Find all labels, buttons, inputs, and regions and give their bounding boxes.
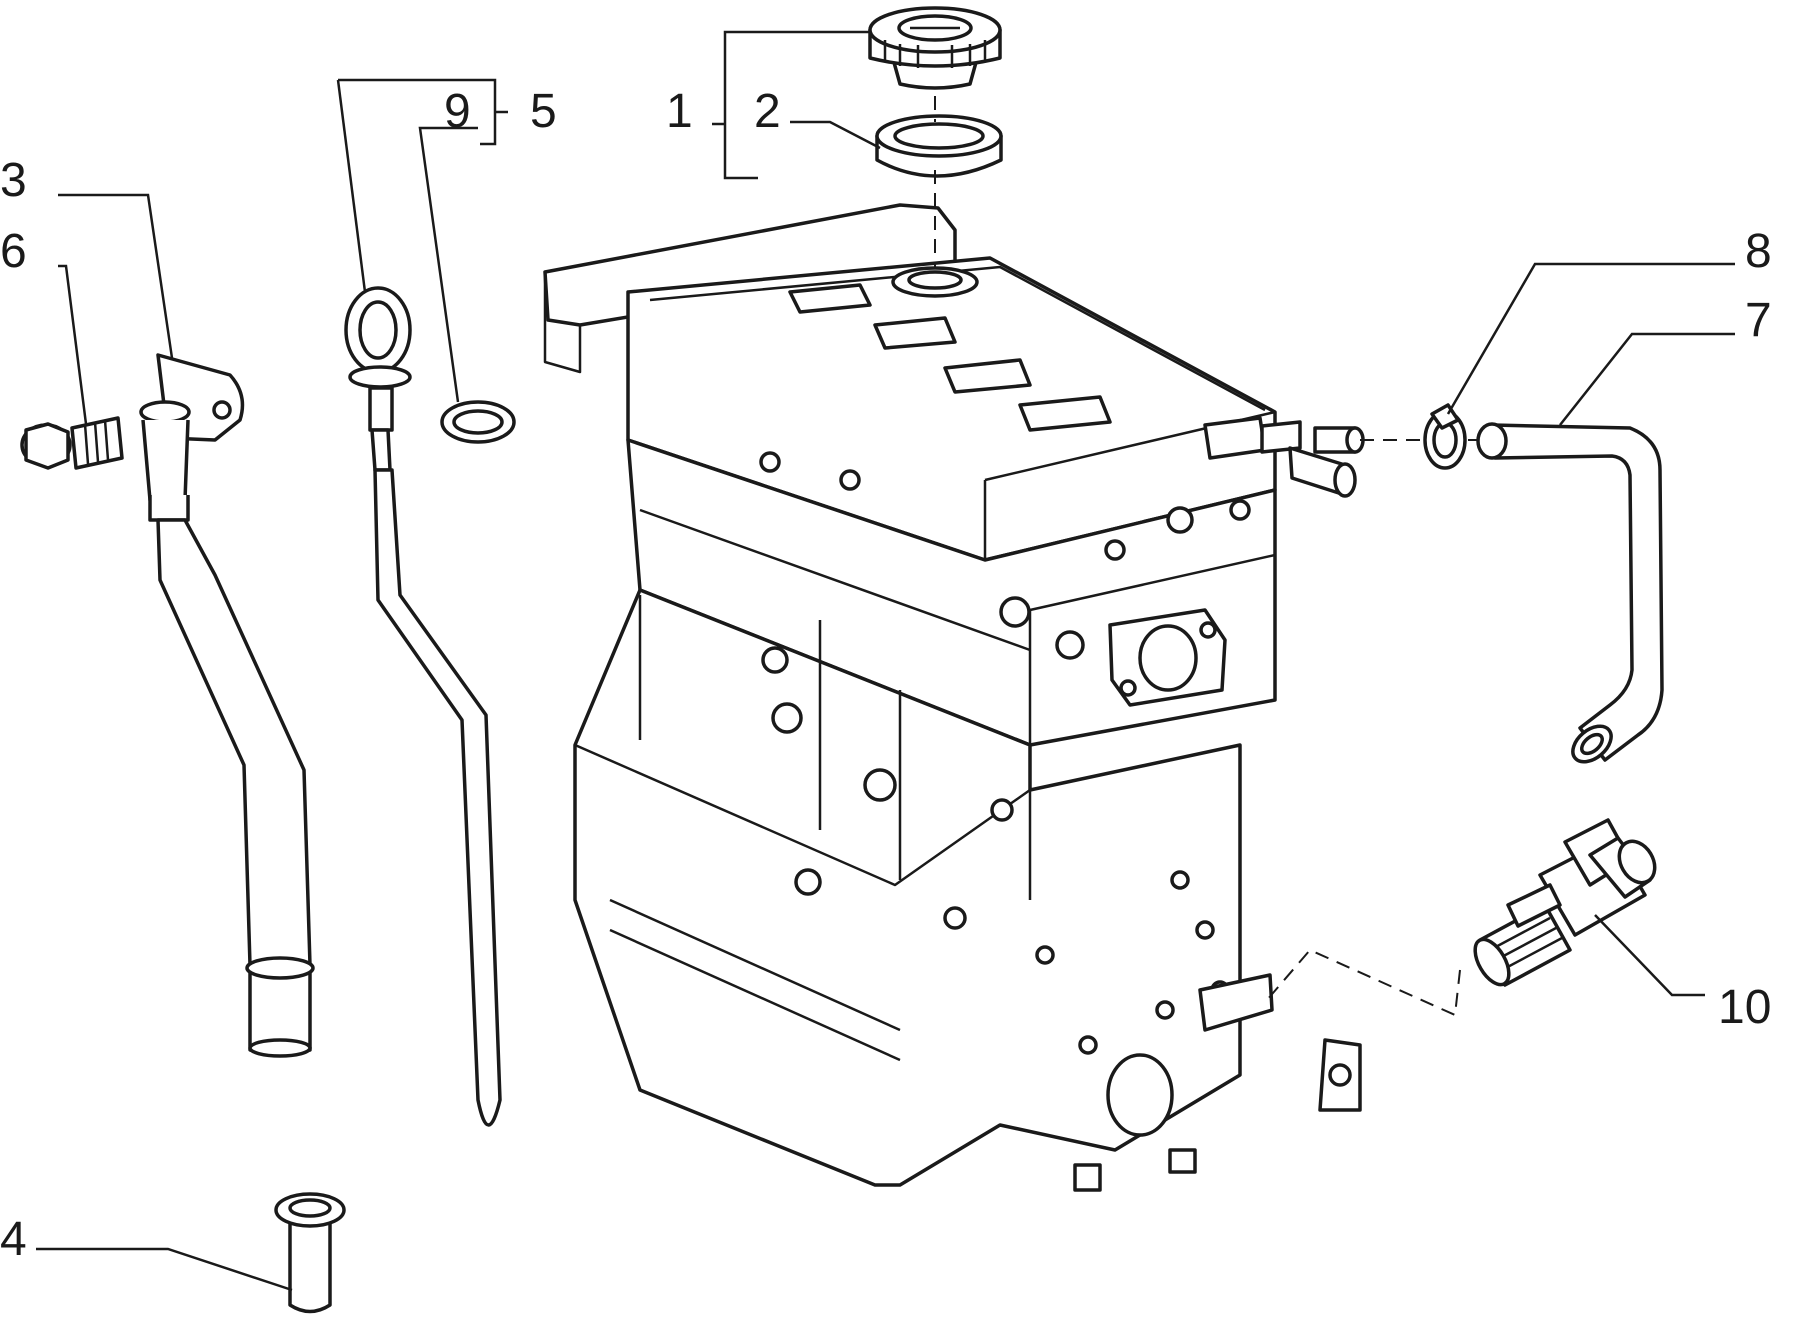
part-4-tube-bushing	[274, 1192, 346, 1314]
callout-labels: 1 2 3 4 5 6 7 8 9 10	[0, 85, 1772, 1266]
callout-4: 4	[0, 1213, 27, 1266]
callout-10: 10	[1718, 981, 1771, 1034]
part-9-o-ring	[440, 400, 516, 444]
callout-6: 6	[0, 225, 27, 278]
callout-5: 5	[530, 85, 557, 138]
leader-lines	[36, 30, 1735, 1292]
callout-2: 2	[754, 85, 781, 138]
callout-1: 1	[666, 85, 693, 138]
part-10-sensor	[1473, 818, 1657, 987]
part-1-oil-filler-cap	[868, 6, 1002, 90]
callout-8: 8	[1745, 225, 1772, 278]
callout-7: 7	[1745, 294, 1772, 347]
part-6-bolt	[20, 416, 124, 470]
part-5-dipstick	[344, 286, 502, 1127]
part-3-dipstick-tube	[139, 353, 315, 1058]
part-7-breather-hose	[1476, 422, 1664, 764]
engine-block	[543, 203, 1365, 1192]
part-2-cap-seal	[875, 114, 1003, 178]
part-8-hose-clamp	[1423, 403, 1467, 470]
callout-9: 9	[444, 85, 471, 138]
callout-3: 3	[0, 154, 27, 207]
